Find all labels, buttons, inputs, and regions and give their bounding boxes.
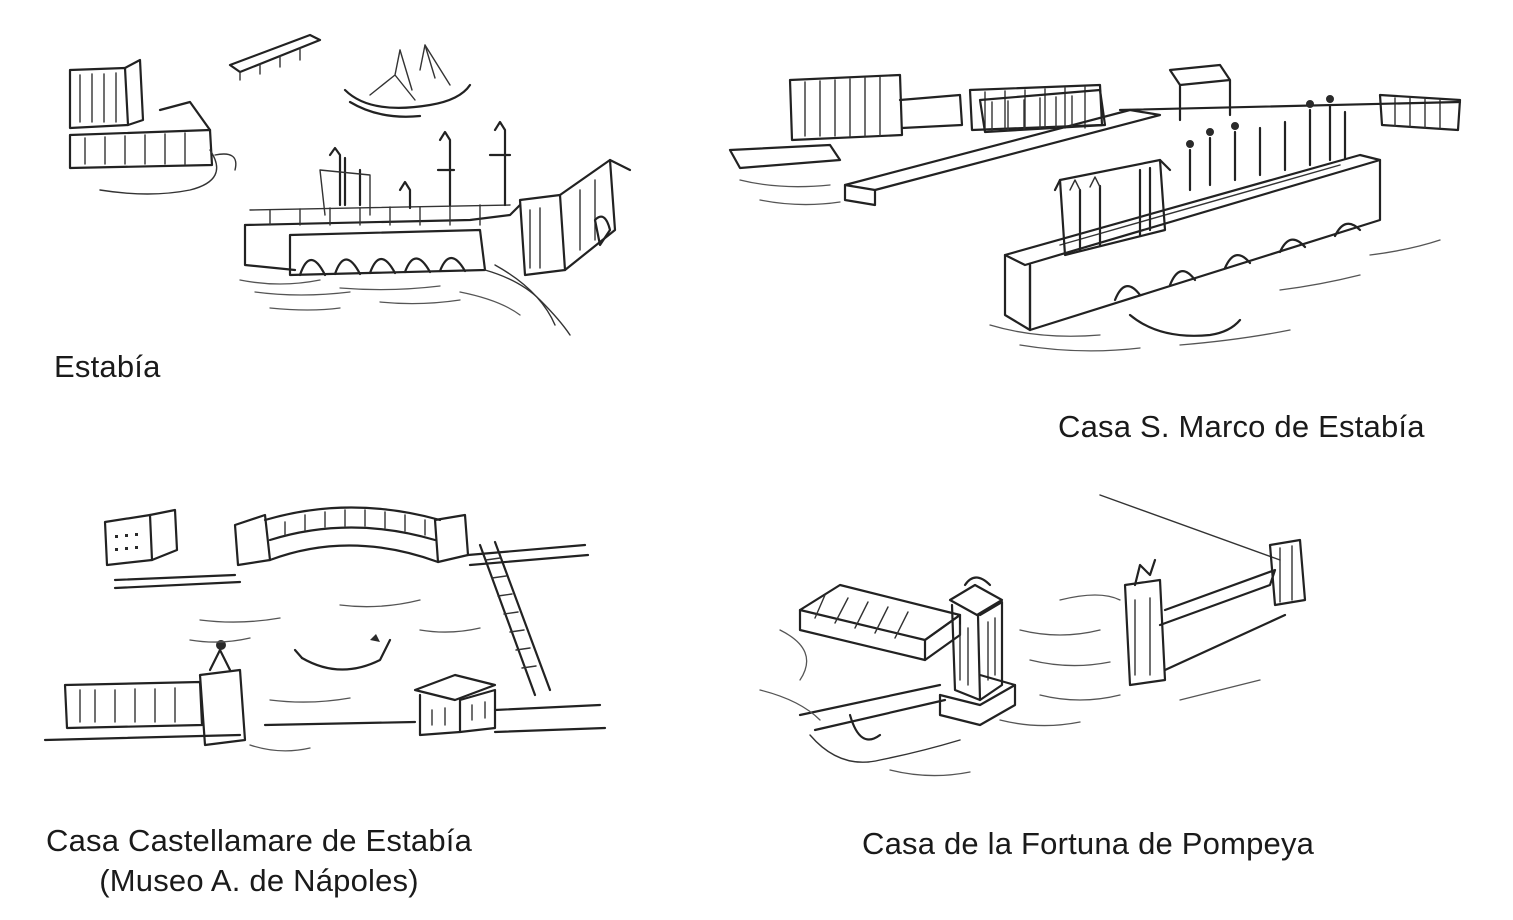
caption-fortuna-line1: Casa de la Fortuna de Pompeya (862, 826, 1315, 861)
horizon-line (1099, 494, 1281, 561)
water-strokes (759, 594, 1261, 777)
sketch-estabia (40, 30, 660, 350)
sketch-castellamare (40, 500, 610, 760)
awning (228, 33, 322, 81)
caption-san-marco: Casa S. Marco de Estabía (1058, 407, 1425, 447)
caption-castellamare-line2: (Museo A. de Nápoles) (99, 863, 419, 899)
portico (798, 583, 962, 662)
water-strokes (43, 599, 607, 752)
caption-fortuna: Casa de la Fortuna de Pompeya (862, 824, 1314, 864)
small-building (103, 508, 179, 567)
gondola (293, 634, 392, 671)
caption-estabia: Estabía (54, 347, 161, 387)
ramp (478, 540, 552, 697)
distant-buildings (68, 58, 237, 195)
tower (948, 576, 1004, 702)
right-pavilion (413, 673, 602, 737)
sketch-san-marco-drawing (728, 63, 1462, 352)
distant-buildings (788, 63, 1462, 142)
caption-san-marco-line1: Casa S. Marco de Estabía (1058, 409, 1425, 444)
right-gate (1123, 538, 1307, 687)
left-building (63, 640, 247, 747)
quay (728, 88, 1462, 207)
pier (243, 120, 632, 336)
caption-castellamare-line1: Casa Castellamare de Estabía (46, 823, 473, 858)
water-strokes (239, 279, 521, 316)
sketch-estabia-drawing (68, 33, 632, 336)
arched-bridge (113, 506, 590, 590)
sketch-san-marco (720, 40, 1480, 370)
water-strokes (739, 179, 1441, 352)
sketch-fortuna-drawing (759, 494, 1307, 777)
pier (1003, 95, 1382, 332)
base-platform (798, 673, 1017, 741)
sketch-fortuna (740, 490, 1440, 810)
caption-castellamare: Casa Castellamare de Estabía (Museo A. d… (46, 821, 472, 902)
boats (343, 44, 472, 118)
caption-estabia-line1: Estabía (54, 349, 161, 384)
sketch-castellamare-drawing (43, 506, 607, 752)
